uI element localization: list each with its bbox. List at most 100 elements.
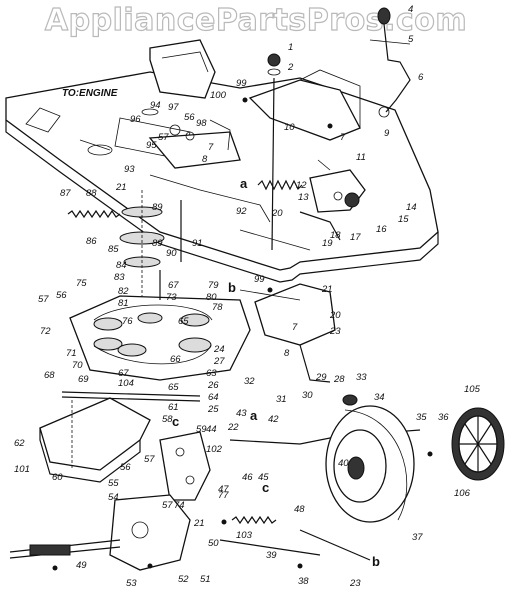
part-label-p38: 38	[298, 576, 309, 587]
part-label-p57a: 57	[158, 132, 169, 143]
part-label-p8a: 8	[202, 154, 208, 165]
part-label-p90: 90	[166, 248, 177, 259]
letter-c-upper: c	[172, 414, 179, 429]
part-label-p31: 31	[276, 394, 287, 405]
spring-87	[67, 209, 121, 219]
part-label-p7a: 7	[340, 132, 346, 143]
lower-springs-rods	[219, 515, 371, 561]
part-label-p56a: 56	[184, 112, 195, 123]
part-label-p68: 68	[44, 370, 55, 381]
part-label-p105: 105	[464, 384, 481, 395]
frame-plate	[5, 71, 439, 283]
part-label-p43: 43	[236, 408, 247, 419]
part-label-p74: 74	[174, 500, 185, 511]
part-label-p93: 93	[124, 164, 135, 175]
pedal-bracket-cluster	[148, 119, 241, 169]
part-label-p57b: 57	[38, 294, 49, 305]
part-label-p4: 4	[408, 4, 413, 15]
letter-a-upper: a	[240, 176, 248, 191]
part-label-p22: 22	[227, 422, 239, 433]
part-label-p10: 10	[284, 122, 295, 133]
part-label-p9: 9	[384, 128, 390, 139]
part-label-p25: 25	[207, 404, 219, 415]
part-label-p63: 63	[206, 368, 217, 379]
part-label-p99b: 99	[254, 274, 265, 285]
part-label-p33: 33	[356, 372, 367, 383]
part-label-p17: 17	[350, 232, 361, 243]
part-label-p19: 19	[322, 238, 333, 249]
part-label-p12: 12	[296, 180, 307, 191]
part-label-p83: 83	[114, 272, 125, 283]
part-label-p18: 18	[330, 230, 341, 241]
part-label-p26: 26	[207, 380, 219, 391]
part-label-p57c: 57	[144, 454, 155, 465]
part-label-p80: 80	[206, 292, 217, 303]
part-label-p34: 34	[374, 392, 385, 403]
part-label-p100: 100	[210, 90, 227, 101]
part-label-p106: 106	[454, 488, 471, 499]
rear-wheel	[325, 405, 415, 523]
part-label-p98: 98	[196, 118, 207, 129]
part-label-p49: 49	[76, 560, 87, 571]
part-label-p58: 58	[162, 414, 173, 425]
part-label-p51: 51	[200, 574, 211, 585]
part-label-p65b: 65	[168, 382, 179, 393]
part-label-p52: 52	[178, 574, 189, 585]
part-label-p57d: 57	[162, 500, 173, 511]
part-label-p55: 55	[108, 478, 119, 489]
bracket-68	[61, 391, 201, 402]
spring-a-upper	[257, 179, 303, 191]
part-label-p47: 47	[218, 484, 229, 495]
letter-b-upper: b	[228, 280, 236, 295]
reference-letters: a b c a c b	[172, 176, 380, 569]
part-label-p82: 82	[118, 286, 129, 297]
part-label-p20a: 20	[271, 208, 283, 219]
part-label-p20b: 20	[329, 310, 341, 321]
part-label-p23b: 23	[349, 578, 361, 589]
part-label-p81: 81	[118, 298, 129, 309]
part-label-p45: 45	[258, 472, 269, 483]
part-label-p35: 35	[416, 412, 427, 423]
part-label-p6: 6	[418, 72, 424, 83]
part-label-p30: 30	[302, 390, 313, 401]
part-label-p2: 2	[287, 62, 294, 73]
part-label-p65a: 65	[178, 316, 189, 327]
part-label-p89a: 89	[152, 202, 163, 213]
part-label-p23a: 23	[329, 326, 341, 337]
part-label-p53: 53	[126, 578, 137, 589]
part-label-p67a: 67	[168, 280, 179, 291]
transaxle	[9, 494, 191, 571]
part-label-p24: 24	[213, 344, 225, 355]
part-label-p29: 29	[315, 372, 327, 383]
part-label-p1: 1	[288, 42, 293, 53]
part-label-p46: 46	[242, 472, 253, 483]
part-label-p28: 28	[333, 374, 345, 385]
transmission-support-plate	[39, 397, 151, 483]
part-label-p76: 76	[122, 316, 133, 327]
part-label-p16: 16	[376, 224, 387, 235]
shift-lever-assembly	[267, 7, 411, 251]
part-label-p5: 5	[408, 34, 414, 45]
part-label-p72: 72	[40, 326, 51, 337]
part-label-p102: 102	[206, 444, 223, 455]
part-label-p39: 39	[266, 550, 277, 561]
idler-pulleys	[119, 190, 182, 300]
letter-b-lower: b	[372, 554, 380, 569]
clutch-bracket	[299, 159, 366, 241]
drive-pulley-deck	[69, 270, 251, 381]
part-label-p14: 14	[406, 202, 417, 213]
part-label-p60: 60	[52, 472, 63, 483]
part-label-p95: 95	[146, 140, 157, 151]
part-label-p101: 101	[14, 464, 30, 475]
part-label-p36: 36	[438, 412, 449, 423]
part-label-p21a: 21	[115, 182, 127, 193]
part-label-p91: 91	[192, 238, 203, 249]
part-label-p42: 42	[268, 414, 279, 425]
hardware-bolts	[52, 97, 433, 571]
part-label-p71: 71	[66, 348, 77, 359]
watermark-text: AppliancePartsPros.com	[45, 3, 467, 38]
part-label-p78: 78	[212, 302, 223, 313]
part-label-p27: 27	[213, 356, 225, 367]
part-label-p103: 103	[236, 530, 253, 541]
part-label-p85: 85	[108, 244, 119, 255]
